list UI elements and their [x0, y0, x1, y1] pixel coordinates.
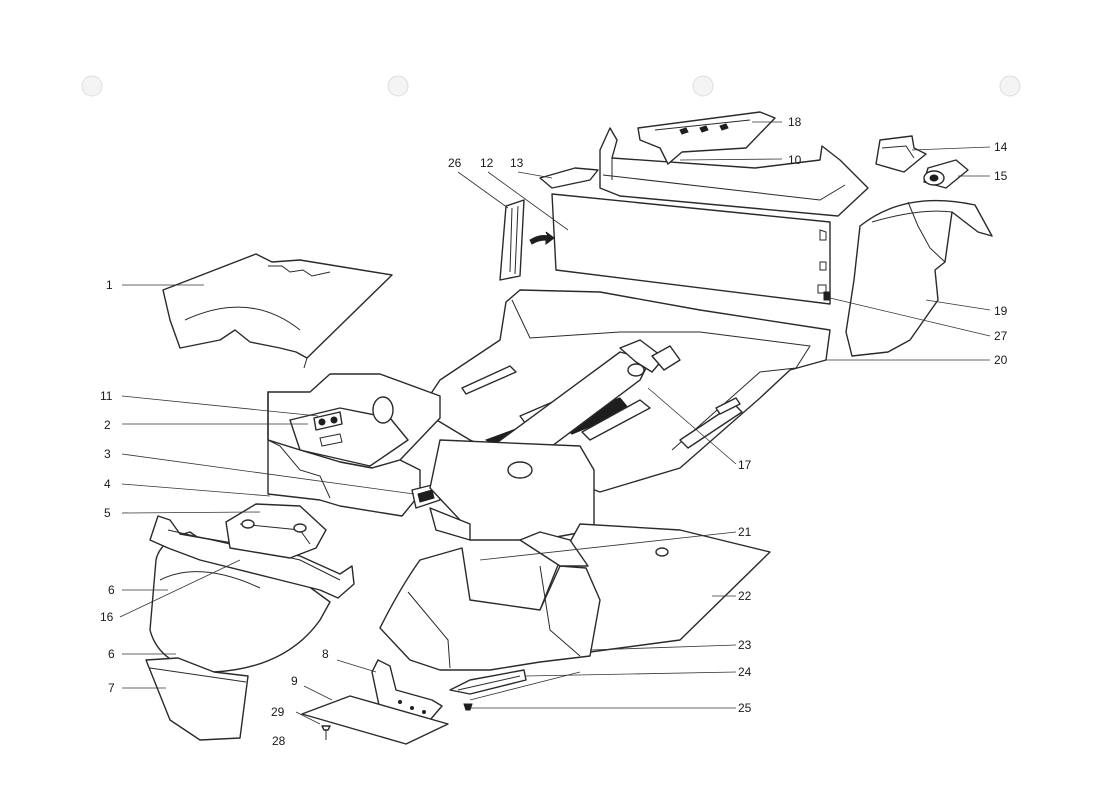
callout-22: 22: [738, 589, 752, 603]
callout-6-upper: 6: [108, 583, 115, 597]
callout-20: 20: [994, 353, 1008, 367]
callout-27: 27: [994, 329, 1008, 343]
callout-2: 2: [104, 418, 111, 432]
callout-21: 21: [738, 525, 752, 539]
callout-25: 25: [738, 701, 752, 715]
part-9-plate: [301, 695, 449, 745]
callout-18: 18: [788, 115, 802, 129]
callout-23: 23: [738, 638, 752, 652]
leader-lines: [119, 121, 991, 725]
part-24-strip: [449, 669, 527, 695]
part-11-switch-panel: [313, 411, 343, 431]
callout-7: 7: [108, 681, 115, 695]
callout-26: 26: [448, 156, 462, 170]
part-12-bulkhead-panel: [551, 193, 831, 305]
callout-4: 4: [104, 477, 111, 491]
part-21-partition: [429, 439, 595, 541]
part-1-trim-cover: [162, 253, 393, 369]
callout-24: 24: [738, 665, 752, 679]
callout-5: 5: [104, 506, 111, 520]
part-27-clip: [823, 291, 831, 301]
part-23-side-trim: [379, 531, 601, 671]
callout-15: 15: [994, 169, 1008, 183]
part-25-clip: [463, 703, 473, 711]
part-7-lower-trim: [145, 657, 249, 741]
part-14-duct: [875, 135, 927, 173]
callout-12: 12: [480, 156, 494, 170]
callout-13: 13: [510, 156, 524, 170]
callout-28: 28: [272, 734, 286, 748]
callout-29: 29: [271, 705, 285, 719]
callout-8: 8: [322, 647, 329, 661]
callout-17: 17: [738, 458, 752, 472]
part-15-duct: [923, 159, 969, 189]
part-19-wheel-arch: [845, 199, 993, 357]
part-5-cover: [225, 503, 327, 559]
part-10-rear-shelf: [599, 127, 869, 217]
callout-6-lower: 6: [108, 647, 115, 661]
callout-9: 9: [291, 674, 298, 688]
binder-holes: [81, 75, 1021, 97]
part-18-shelf-cover: [637, 111, 776, 165]
part-26-vertical-strip: [499, 199, 555, 281]
callout-11: 11: [100, 389, 113, 403]
part-13-bracket: [539, 167, 599, 189]
callout-16: 16: [100, 610, 114, 624]
callout-19: 19: [994, 304, 1008, 318]
callout-10: 10: [788, 153, 802, 167]
callout-labels: 1 2 3 4 5 6 6 7 8 9 10 11 12 13 14 15 16…: [100, 115, 1008, 748]
part-2-console: [267, 373, 441, 469]
part-3-4-side-panel: [267, 391, 441, 517]
callout-3: 3: [104, 447, 111, 461]
callout-14: 14: [994, 140, 1008, 154]
part-28-29-fastener: [321, 725, 331, 740]
callout-1: 1: [106, 278, 113, 292]
